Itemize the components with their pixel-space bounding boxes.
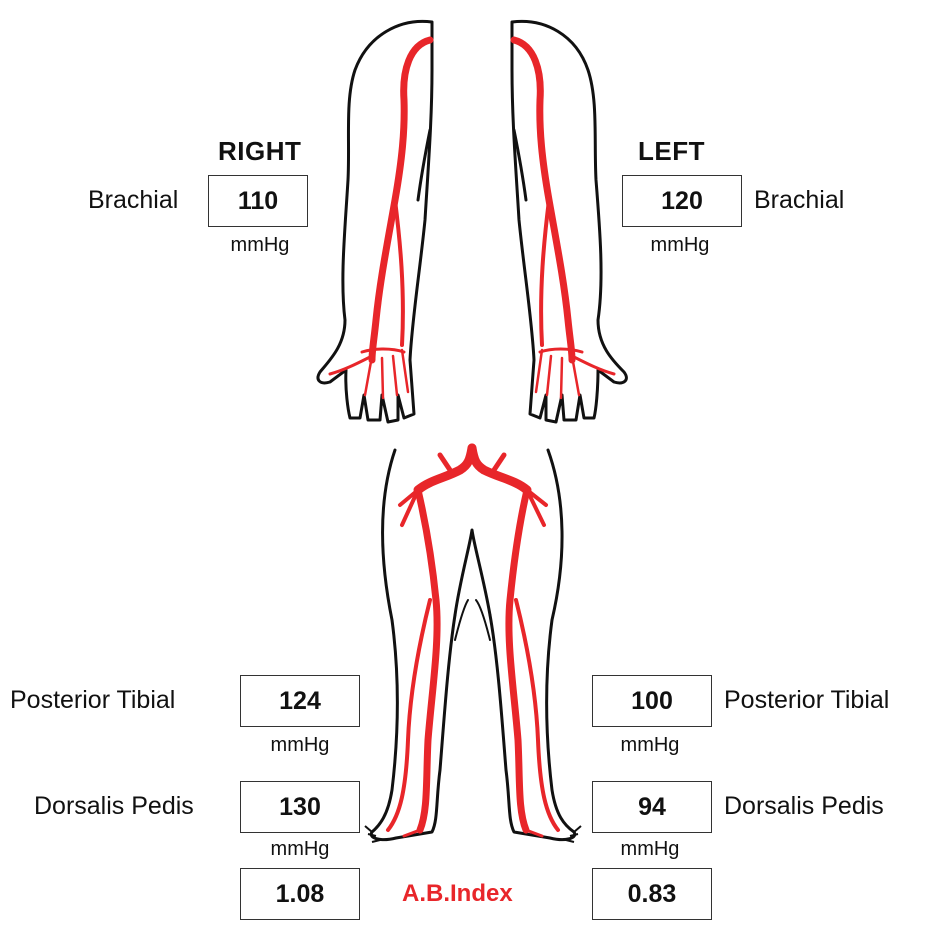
- right-abi-value: 1.08: [240, 868, 360, 920]
- left-side-title: LEFT: [638, 136, 705, 167]
- right-brachial-label: Brachial: [88, 186, 178, 215]
- abi-label: A.B.Index: [402, 880, 513, 908]
- right-brachial-unit: mmHg: [210, 234, 310, 257]
- left-posterior-tibial-value: 100: [592, 675, 712, 727]
- left-posterior-tibial-unit: mmHg: [600, 734, 700, 757]
- right-arm-outline: [318, 21, 432, 422]
- right-dorsalis-pedis-unit: mmHg: [250, 838, 350, 861]
- legs-outline: [371, 450, 575, 840]
- right-dorsalis-pedis-label: Dorsalis Pedis: [34, 792, 194, 821]
- left-brachial-label: Brachial: [754, 186, 844, 215]
- left-brachial-value: 120: [622, 175, 742, 227]
- left-posterior-tibial-label: Posterior Tibial: [724, 686, 889, 715]
- right-brachial-value: 110: [208, 175, 308, 227]
- left-dorsalis-pedis-value: 94: [592, 781, 712, 833]
- left-dorsalis-pedis-unit: mmHg: [600, 838, 700, 861]
- left-brachial-unit: mmHg: [630, 234, 730, 257]
- toes: [365, 826, 581, 842]
- right-dorsalis-pedis-value: 130: [240, 781, 360, 833]
- right-posterior-tibial-unit: mmHg: [250, 734, 350, 757]
- right-posterior-tibial-label: Posterior Tibial: [10, 686, 175, 715]
- left-dorsalis-pedis-label: Dorsalis Pedis: [724, 792, 884, 821]
- left-abi-value: 0.83: [592, 868, 712, 920]
- right-side-title: RIGHT: [218, 136, 301, 167]
- legs-arteries: [388, 448, 558, 836]
- right-posterior-tibial-value: 124: [240, 675, 360, 727]
